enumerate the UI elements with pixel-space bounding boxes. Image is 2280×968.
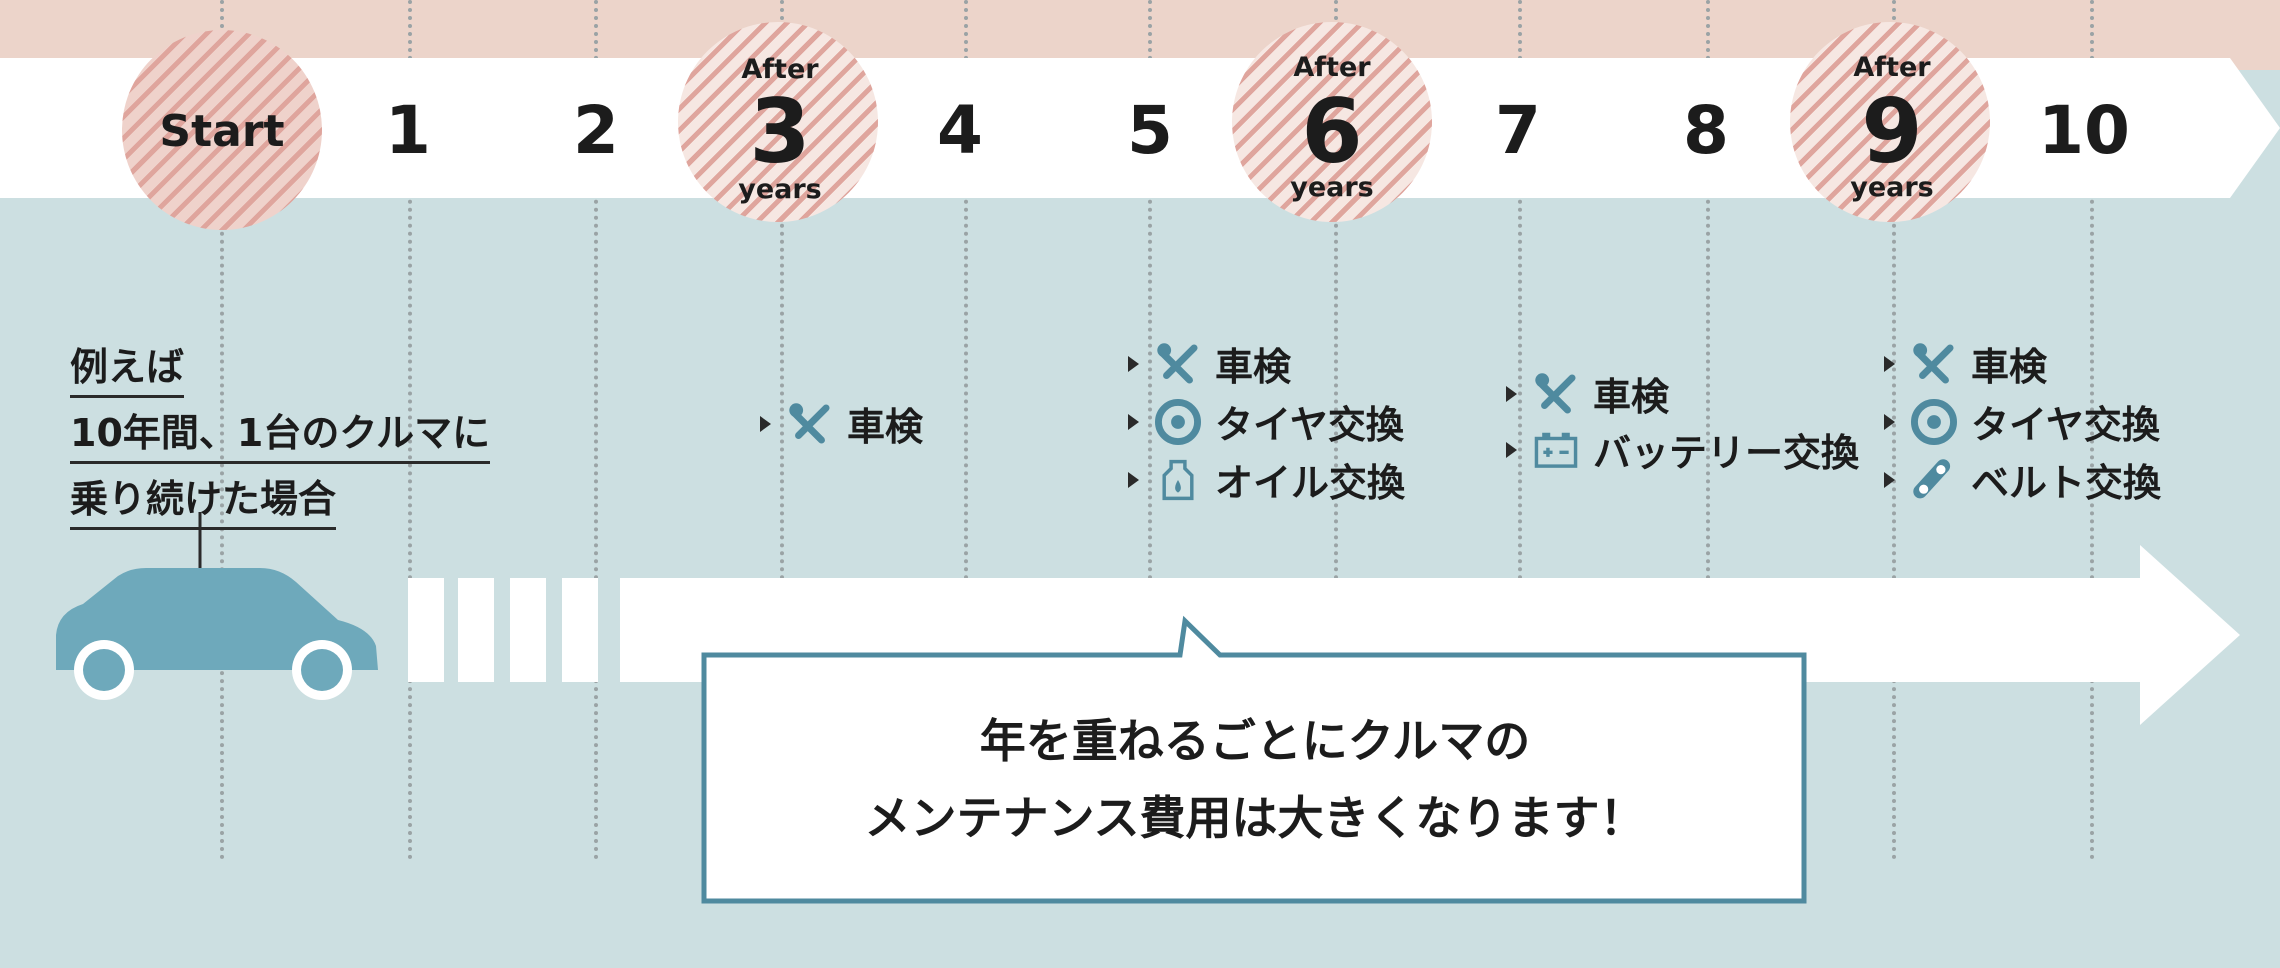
- year-9-inspection-label: 車検: [1971, 345, 2048, 389]
- year-8-inspection-item: 車検: [1506, 366, 1669, 421]
- bullet-triangle: [1128, 355, 1139, 372]
- year-9-tire-label: タイヤ交換: [1971, 403, 2160, 447]
- guide-line: [964, 0, 968, 860]
- guide-line: [408, 0, 412, 860]
- year-8-battery-label: バッテリー交換: [1593, 431, 1860, 475]
- message-line-1: 年を重ねるごとにクルマの: [979, 714, 1531, 768]
- year-5-label: 5: [1127, 92, 1173, 169]
- year-6-inspection-label: 車検: [1215, 345, 1292, 389]
- wrench-screwdriver-icon: [1913, 342, 1954, 384]
- caption-line-2: 10年間、1台のクルマに: [70, 402, 491, 464]
- bullet-triangle: [760, 415, 771, 432]
- start-circle: [122, 30, 322, 230]
- tire-icon: [1911, 398, 1957, 445]
- guide-line: [594, 0, 598, 860]
- bullet-triangle: [1128, 471, 1139, 488]
- guide-line: [1892, 0, 1896, 860]
- year-6-oil-label: オイル交換: [1215, 461, 1406, 505]
- year-7-label: 7: [1495, 92, 1541, 169]
- caption-line-1: 例えば: [70, 336, 185, 398]
- year-6-inspection-item: 車検: [1128, 336, 1291, 391]
- year-3-inspection-item: 車検: [760, 396, 923, 451]
- bullet-triangle: [1506, 385, 1517, 402]
- guide-line: [1334, 0, 1338, 860]
- progress-stripe: [510, 578, 546, 682]
- year-10-label: 10: [2038, 92, 2130, 169]
- wrench-screwdriver-icon: [1157, 342, 1198, 384]
- belt-icon: [1913, 458, 1951, 498]
- timeline-arrow: [0, 58, 2280, 198]
- wrench-screwdriver-icon: [1535, 372, 1576, 414]
- bullet-triangle: [1128, 413, 1139, 430]
- year-4-label: 4: [937, 92, 983, 169]
- year-9-belt-item: ベルト交換: [1884, 452, 2161, 507]
- year-3-circle: [678, 22, 878, 222]
- start-label: Start: [159, 106, 285, 157]
- year-6-after-label: After: [1293, 52, 1371, 83]
- bullet-triangle: [1884, 355, 1895, 372]
- guide-line: [2090, 0, 2094, 860]
- progress-stripe: [562, 578, 598, 682]
- bullet-triangle: [1884, 471, 1895, 488]
- guide-line: [780, 0, 784, 860]
- battery-icon: [1534, 432, 1578, 468]
- year-1-label: 1: [385, 92, 431, 169]
- year-3-years-label: years: [738, 174, 822, 205]
- year-6-years-label: years: [1290, 172, 1374, 203]
- year-6-oil-item: オイル交換: [1128, 452, 1405, 507]
- car-icon: [56, 568, 378, 700]
- year-3-inspection-label: 車検: [847, 405, 924, 449]
- tire-icon: [1155, 398, 1201, 445]
- guide-line: [1518, 0, 1522, 860]
- year-9-label: 9: [1861, 80, 1923, 183]
- year-8-battery-item: バッテリー交換: [1506, 422, 1859, 477]
- year-9-circle: [1790, 22, 1990, 222]
- year-9-belt-label: ベルト交換: [1971, 461, 2162, 505]
- message-callout: [701, 615, 1807, 904]
- year-9-inspection-item: 車検: [1884, 336, 2047, 391]
- year-9-years-label: years: [1850, 172, 1934, 203]
- year-3-after-label: After: [741, 54, 819, 85]
- bullet-triangle: [1506, 441, 1517, 458]
- year-8-label: 8: [1683, 92, 1729, 169]
- bullet-triangle: [1884, 413, 1895, 430]
- year-6-tire-label: タイヤ交換: [1215, 403, 1404, 447]
- wrench-screwdriver-icon: [789, 402, 830, 444]
- year-2-label: 2: [573, 92, 619, 169]
- oil-bottle-icon: [1162, 459, 1194, 500]
- year-6-label: 6: [1301, 80, 1363, 183]
- caption-line-3: 乗り続けた場合: [70, 468, 337, 530]
- year-6-tire-item: タイヤ交換: [1128, 394, 1404, 449]
- guide-line: [1148, 0, 1152, 860]
- year-8-inspection-label: 車検: [1593, 375, 1670, 419]
- guide-line: [1706, 0, 1710, 860]
- progress-stripe: [458, 578, 494, 682]
- message-line-2: メンテナンス費用は大きくなります！: [864, 791, 1646, 845]
- guide-line: [220, 0, 224, 860]
- year-3-label: 3: [749, 80, 811, 183]
- progress-stripe: [408, 578, 444, 682]
- year-6-circle: [1232, 22, 1432, 222]
- year-9-tire-item: タイヤ交換: [1884, 394, 2160, 449]
- year-9-after-label: After: [1853, 52, 1931, 83]
